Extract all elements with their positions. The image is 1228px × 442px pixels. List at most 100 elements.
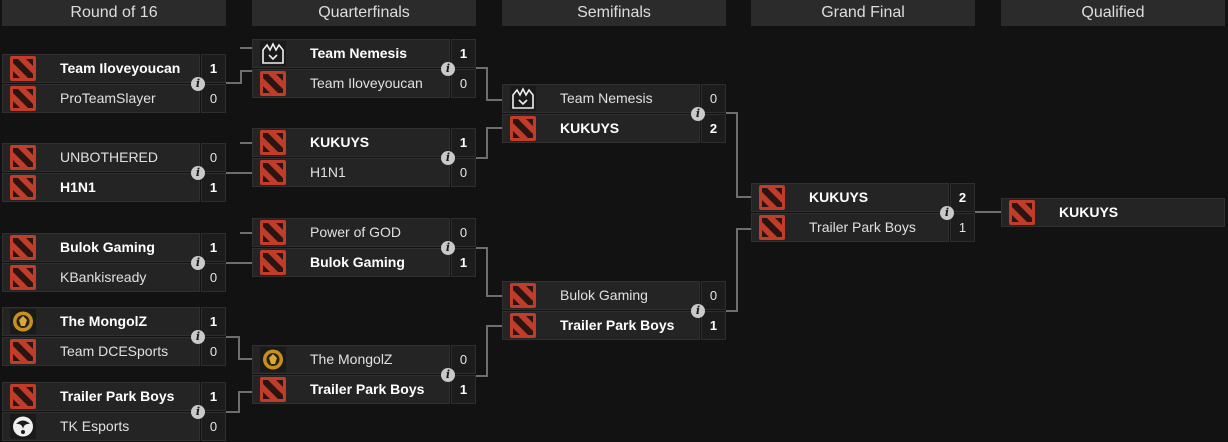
match-info-icon[interactable]: i	[441, 62, 455, 76]
team-score: 1	[201, 382, 226, 411]
match-info-icon[interactable]: i	[691, 107, 705, 121]
team-name: KUKUYS	[560, 120, 620, 136]
team-row[interactable]: Power of GOD	[252, 218, 450, 247]
team-name: KUKUYS	[1059, 204, 1119, 220]
team-score: 0	[451, 345, 476, 374]
match-info-icon[interactable]: i	[940, 206, 954, 220]
match-info-icon[interactable]: i	[191, 166, 205, 180]
team-name: KUKUYS	[310, 134, 370, 150]
team-score: 1	[701, 311, 726, 340]
dota-logo-icon	[10, 235, 36, 260]
nemesis-logo-icon	[260, 41, 286, 66]
team-row[interactable]: H1N1	[252, 158, 450, 187]
team-row[interactable]: Team Nemesis	[502, 84, 700, 113]
team-row[interactable]: KUKUYS	[252, 128, 450, 157]
team-name: Trailer Park Boys	[809, 219, 916, 235]
team-score: 0	[201, 143, 226, 172]
match-info-icon[interactable]: i	[441, 368, 455, 382]
team-name: Trailer Park Boys	[310, 381, 425, 397]
dota-logo-icon	[759, 215, 785, 240]
team-row[interactable]: Trailer Park Boys	[2, 382, 200, 411]
team-name: The MongolZ	[310, 351, 393, 367]
match-info-icon[interactable]: i	[191, 405, 205, 419]
team-score: 0	[201, 412, 226, 441]
dota-logo-icon	[10, 145, 36, 170]
team-score: 1	[451, 128, 476, 157]
team-name: Power of GOD	[310, 224, 402, 240]
match-info-icon[interactable]: i	[441, 241, 455, 255]
team-score: 2	[701, 114, 726, 143]
team-row[interactable]: Bulok Gaming	[502, 281, 700, 310]
team-score: 0	[701, 84, 726, 113]
nemesis-logo-icon	[510, 86, 536, 111]
team-score: 1	[201, 173, 226, 202]
team-name: The MongolZ	[60, 313, 148, 329]
dota-logo-icon	[260, 220, 286, 245]
team-row[interactable]: KBankisready	[2, 263, 200, 292]
dota-logo-icon	[260, 130, 286, 155]
team-score: 1	[451, 248, 476, 277]
team-row[interactable]: Trailer Park Boys	[751, 213, 949, 242]
team-row[interactable]: Trailer Park Boys	[502, 311, 700, 340]
team-name: TK Esports	[60, 418, 130, 434]
team-score: 0	[451, 158, 476, 187]
team-row[interactable]: UNBOTHERED	[2, 143, 200, 172]
team-score: 1	[451, 39, 476, 68]
team-score: 2	[950, 183, 975, 212]
team-name: Bulok Gaming	[310, 254, 405, 270]
dota-logo-icon	[510, 116, 536, 141]
team-name: Team DCESports	[60, 343, 169, 359]
dota-logo-icon	[510, 313, 536, 338]
match-info-icon[interactable]: i	[191, 77, 205, 91]
team-name: Team Nemesis	[310, 45, 408, 61]
team-row[interactable]: Trailer Park Boys	[252, 375, 450, 404]
team-row[interactable]: Team Iloveyoucan	[252, 69, 450, 98]
team-row[interactable]: Bulok Gaming	[2, 233, 200, 262]
team-row[interactable]: KUKUYS	[751, 183, 949, 212]
team-row[interactable]: Team DCESports	[2, 337, 200, 366]
team-name: Bulok Gaming	[560, 287, 648, 303]
team-row[interactable]: Team Nemesis	[252, 39, 450, 68]
qualified-team[interactable]: KUKUYS	[1001, 198, 1225, 227]
team-row[interactable]: The MongolZ	[252, 345, 450, 374]
team-row[interactable]: Bulok Gaming	[252, 248, 450, 277]
team-row[interactable]: ProTeamSlayer	[2, 84, 200, 113]
team-score: 0	[451, 218, 476, 247]
team-score: 0	[701, 281, 726, 310]
match-info-icon[interactable]: i	[191, 256, 205, 270]
match-info-icon[interactable]: i	[191, 330, 205, 344]
team-name: Trailer Park Boys	[560, 317, 675, 333]
team-name: Team Nemesis	[560, 90, 653, 106]
dota-logo-icon	[260, 250, 286, 275]
team-row[interactable]: The MongolZ	[2, 307, 200, 336]
team-row[interactable]: Team Iloveyoucan	[2, 54, 200, 83]
team-name: KUKUYS	[809, 189, 869, 205]
team-name: Team Iloveyoucan	[310, 75, 423, 91]
team-row[interactable]: TK Esports	[2, 412, 200, 441]
team-row[interactable]: KUKUYS	[502, 114, 700, 143]
team-score: 1	[451, 375, 476, 404]
dota-logo-icon	[10, 339, 36, 364]
dota-logo-icon	[10, 265, 36, 290]
team-name: Team Iloveyoucan	[60, 60, 181, 76]
match-info-icon[interactable]: i	[441, 151, 455, 165]
mongolz-logo-icon	[260, 347, 286, 372]
team-name: UNBOTHERED	[60, 149, 159, 165]
match-info-icon[interactable]: i	[691, 304, 705, 318]
dota-logo-icon	[1009, 200, 1035, 225]
qualified-slot[interactable]: KUKUYS	[1001, 198, 1225, 228]
dota-logo-icon	[260, 377, 286, 402]
team-row[interactable]: H1N1	[2, 173, 200, 202]
